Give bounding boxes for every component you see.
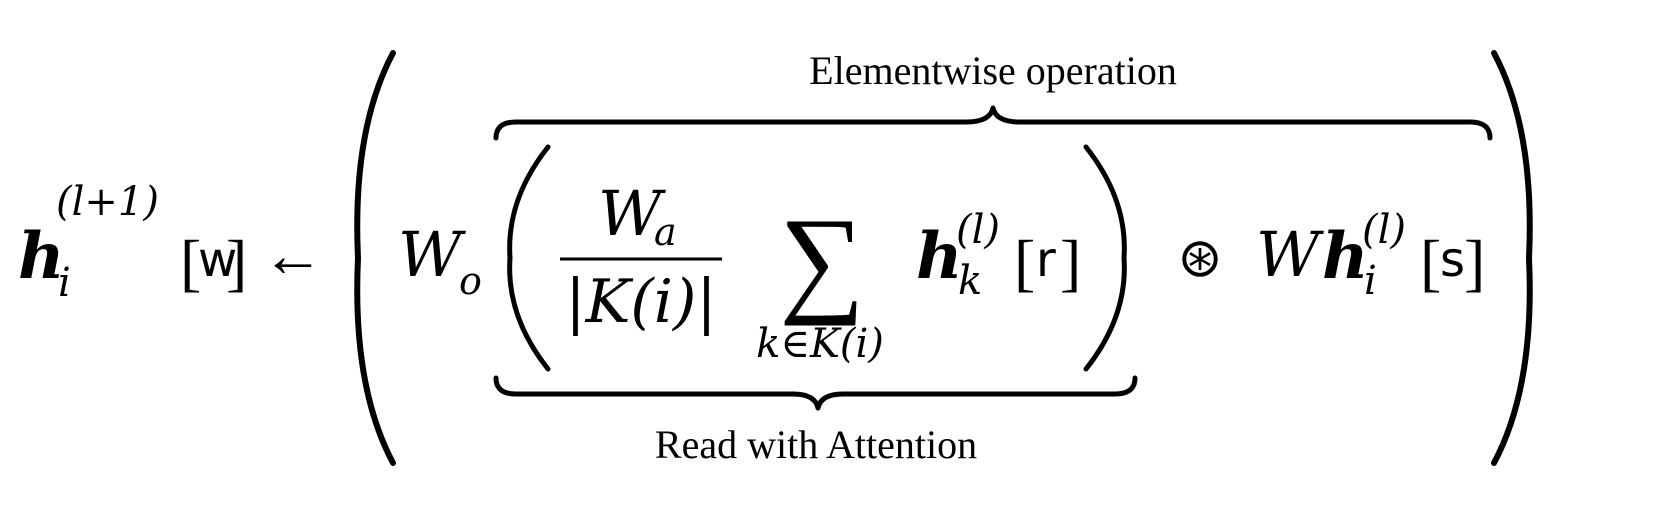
rhs-index: s	[1440, 232, 1465, 288]
rhs-superscript: (l)	[1362, 207, 1406, 253]
fraction-numerator-subscript: a	[654, 210, 677, 254]
outer-paren-left	[354, 50, 396, 466]
elementwise-operator: ⊛	[1177, 228, 1222, 288]
sum-bracket-close: ]	[1060, 227, 1081, 298]
sum-bracket-open: [	[1014, 227, 1035, 298]
rhs-matrix-w: W	[1256, 218, 1324, 291]
summation: ∑ k∈K(i) h (l) k [ r ]	[756, 193, 1081, 367]
top-brace-label: Elementwise operation	[809, 48, 1177, 93]
fraction-numerator-letter: W	[598, 177, 666, 250]
top-brace-path	[493, 105, 1493, 141]
sum-subscript: k	[958, 258, 982, 304]
bottom-brace: Read with Attention	[493, 375, 1138, 467]
lhs-index: w	[198, 232, 237, 288]
outer-paren-right	[1491, 50, 1533, 466]
rhs-term: W h (l) i [ s ]	[1256, 207, 1485, 304]
lhs-bracket-close: ]	[226, 227, 247, 298]
fraction: W a |K(i)|	[560, 177, 722, 337]
wo-letter: W	[398, 218, 466, 291]
sum-superscript: (l)	[956, 207, 1000, 253]
rhs-vector-h: h	[1322, 219, 1369, 294]
lhs-term: h (l+1) i [ w ] ←	[18, 179, 324, 306]
sum-symbol: ∑	[779, 193, 865, 326]
lhs-vector-h: h	[18, 219, 65, 294]
rhs-subscript: i	[1364, 258, 1377, 304]
sum-limits: k∈K(i)	[756, 321, 884, 367]
fraction-denominator: |K(i)|	[565, 267, 716, 337]
rhs-bracket-open: [	[1420, 227, 1441, 298]
lhs-superscript: (l+1)	[56, 179, 159, 225]
inner-paren-left	[507, 144, 551, 372]
lhs-bracket-open: [	[180, 227, 201, 298]
sum-index: r	[1036, 232, 1056, 288]
lhs-subscript: i	[58, 260, 71, 306]
assign-arrow: ←	[262, 222, 324, 290]
wo-subscript: o	[459, 259, 482, 303]
bottom-brace-label: Read with Attention	[655, 422, 977, 467]
wo-term: W o	[398, 218, 482, 303]
top-brace: Elementwise operation	[493, 48, 1493, 141]
inner-paren-right	[1083, 144, 1127, 372]
bottom-brace-path	[493, 375, 1138, 411]
sum-vector-h: h	[916, 219, 963, 294]
rhs-bracket-close: ]	[1464, 227, 1485, 298]
